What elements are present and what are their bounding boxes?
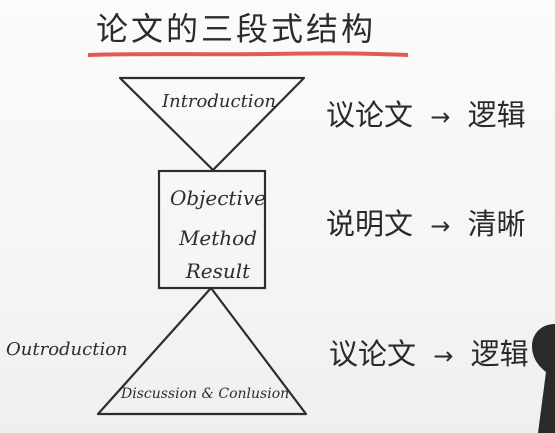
discussion-conclusion-label: Discussion & Conlusion [121,386,290,402]
right-column-line-2: 说明文 → 清晰 [326,201,526,243]
right-column-line-1-right: 逻辑 [467,98,526,132]
right-column-line-3: 议论文 → 逻辑 [329,331,529,373]
right-column-line-1: 议论文 → 逻辑 [326,92,526,134]
introduction-label: Introduction [162,91,276,112]
right-column-line-2-right: 清晰 [467,207,526,241]
right-column-line-1-left: 议论文 [326,98,414,132]
outroduction-label: Outroduction [6,339,128,360]
right-column-line-3-left: 议论文 [329,337,417,371]
page-title: 论文的三段式结构 [96,10,377,48]
title-underline [88,51,408,57]
result-label: Result [185,259,251,283]
arrow-right-icon: → [430,212,451,240]
person-silhouette-icon [532,324,555,433]
method-label: Method [178,226,258,250]
inverted-triangle [118,76,306,172]
arrow-right-icon: → [430,103,451,131]
bottom-triangle [96,286,308,416]
right-column-line-2-left: 说明文 [326,207,414,241]
right-column-line-3-right: 逻辑 [470,337,529,371]
arrow-right-icon: → [433,342,454,370]
objective-label: Objective [169,186,266,210]
